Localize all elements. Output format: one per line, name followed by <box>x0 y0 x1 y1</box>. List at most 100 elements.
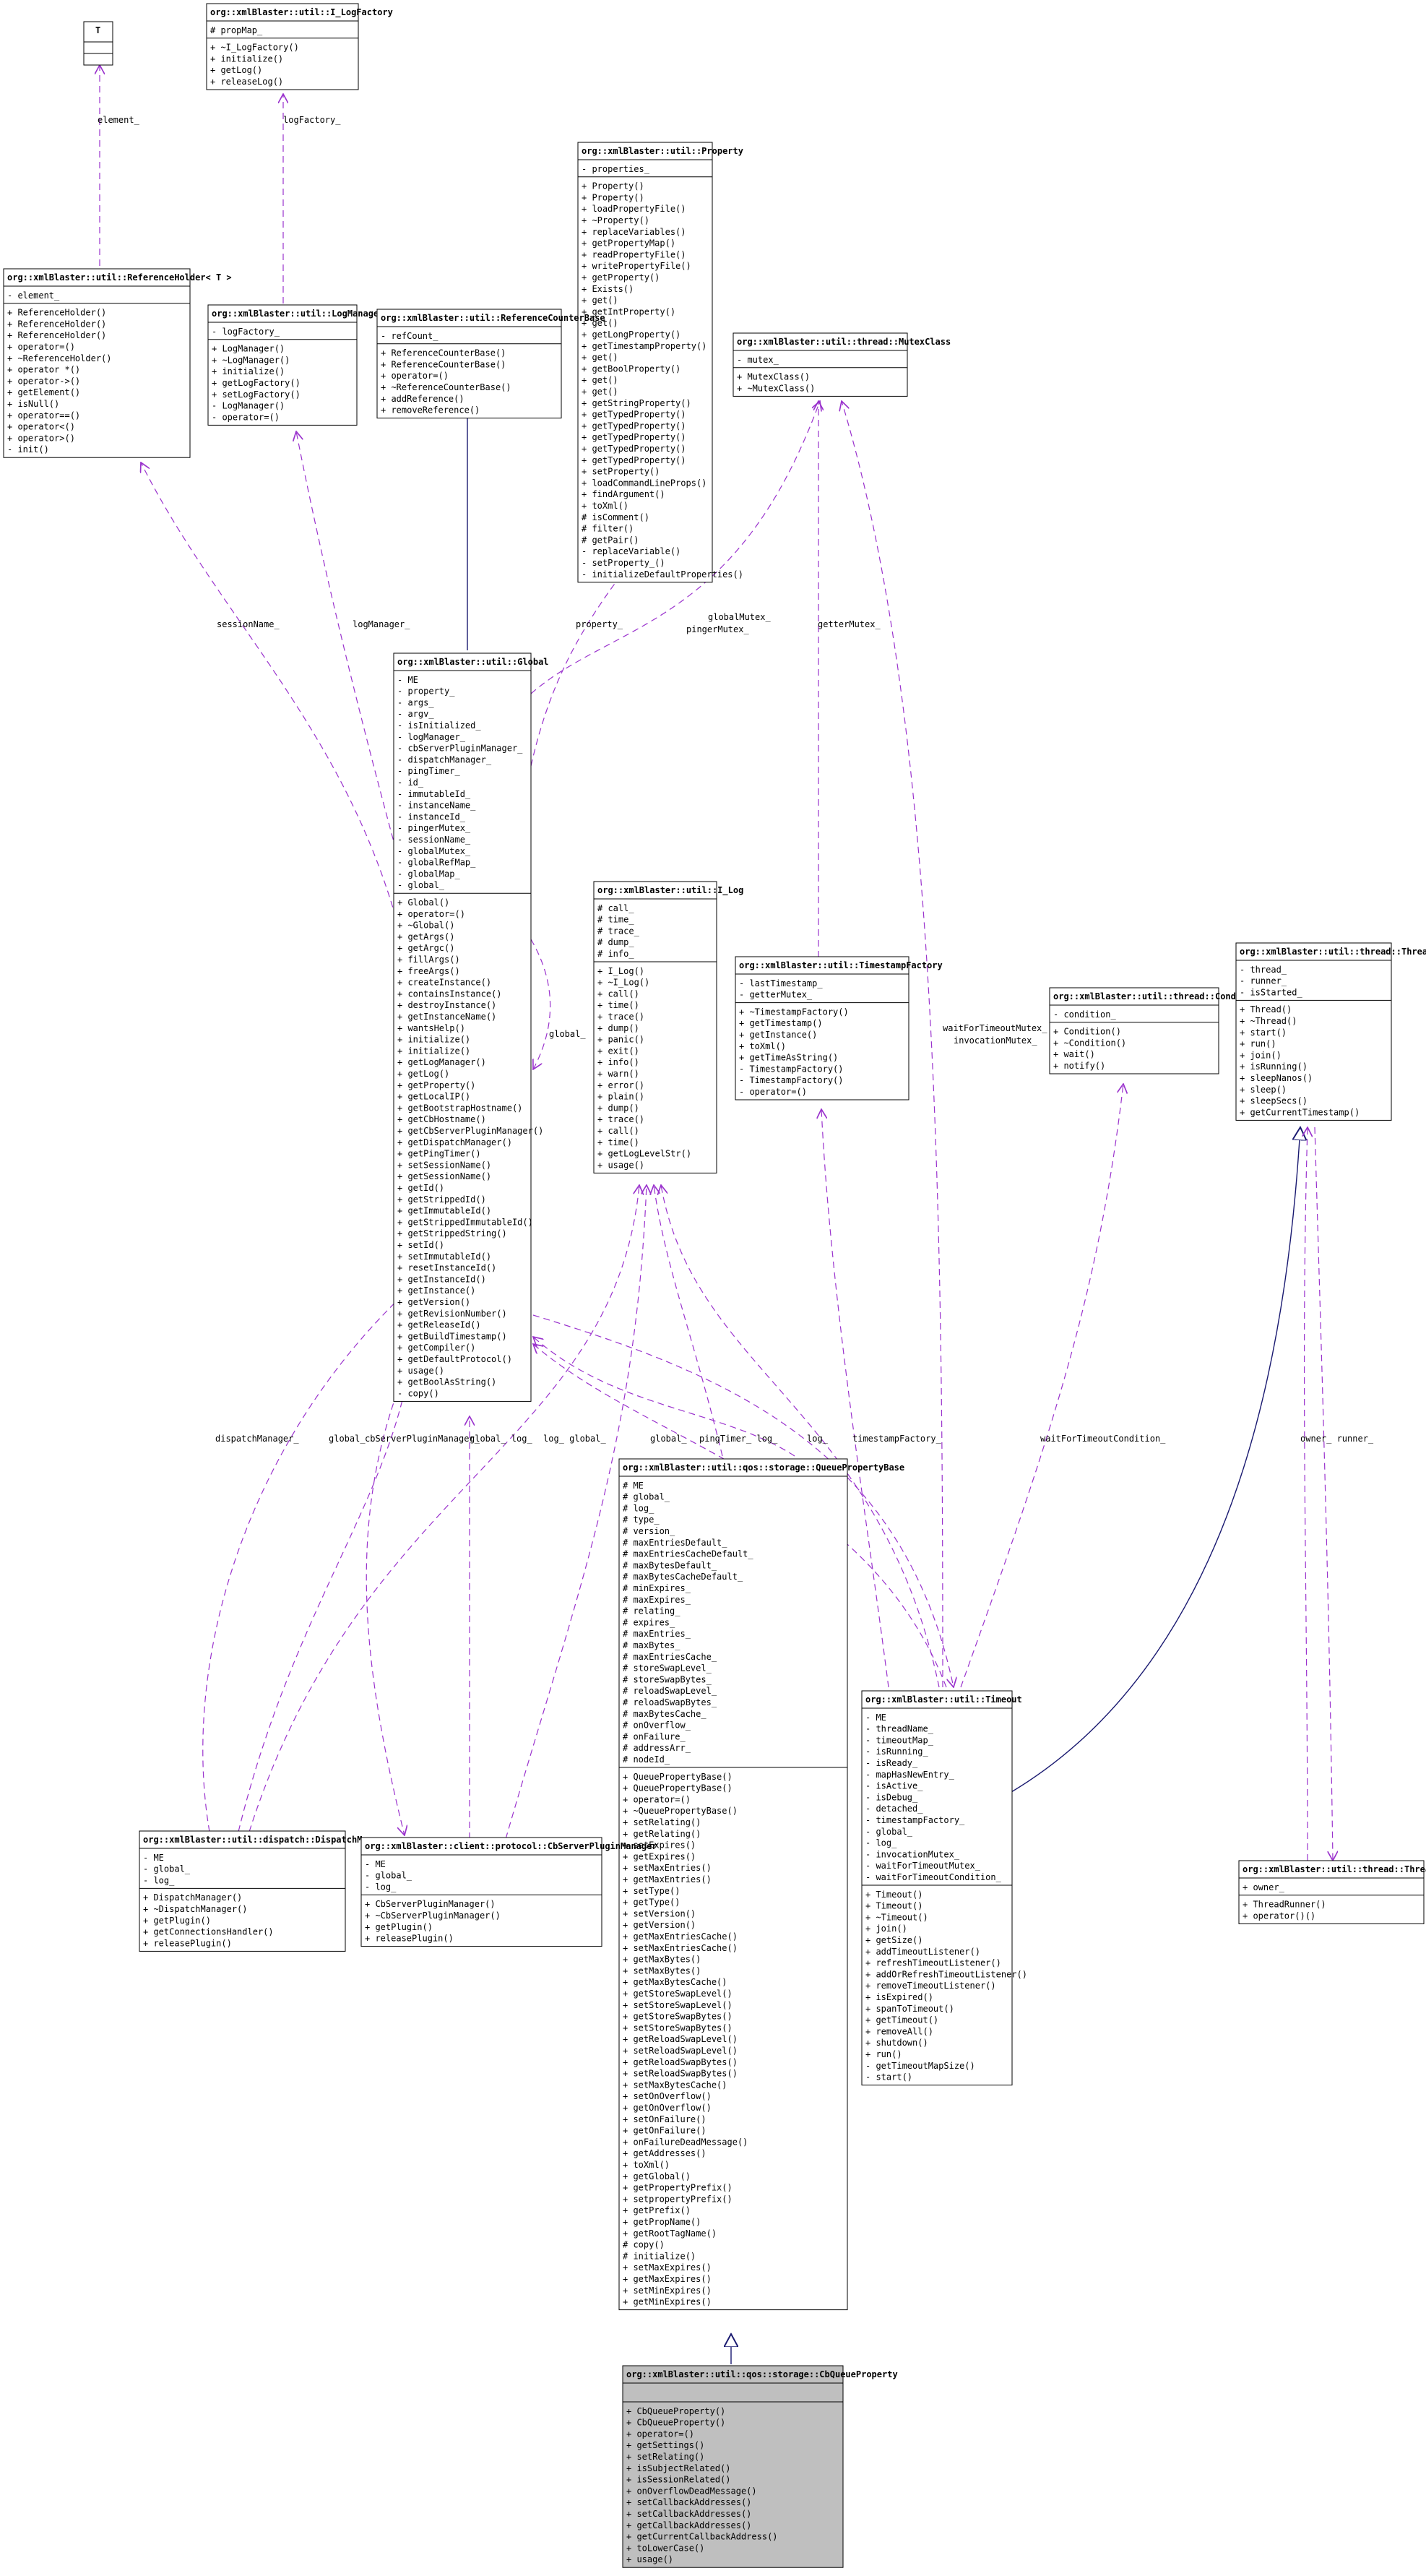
class-attribute: # onFailure_ <box>623 1731 686 1741</box>
class-attribute: # maxExpires_ <box>623 1595 691 1605</box>
class-operation: + getVersion() <box>623 1920 696 1930</box>
class-operation: + setImmutableId() <box>397 1252 491 1262</box>
class-attribute: # global_ <box>623 1492 670 1502</box>
class-attribute: - ME <box>397 675 418 685</box>
class-mutexclass[interactable]: org::xmlBlaster::util::thread::MutexClas… <box>733 332 951 397</box>
class-box <box>83 21 113 66</box>
class-operation: + getReleaseId() <box>397 1320 481 1330</box>
class-operation: + getLogManager() <box>397 1057 486 1067</box>
class-operation: + operator=() <box>623 1794 691 1804</box>
class-operation: + wait() <box>1053 1049 1095 1059</box>
class-dispatch[interactable]: org::xmlBlaster::util::dispatch::Dispatc… <box>139 1830 394 1952</box>
class-attribute: # maxBytes_ <box>623 1640 680 1650</box>
edge-globalmutex <box>530 401 820 694</box>
class-operation: + ~Condition() <box>1053 1038 1126 1048</box>
class-attribute: - detached_ <box>865 1804 923 1814</box>
class-operation: + setVersion() <box>623 1908 696 1918</box>
class-refholder[interactable]: org::xmlBlaster::util::ReferenceHolder< … <box>3 268 232 458</box>
class-operation: - TimestampFactory() <box>739 1075 844 1085</box>
class-operation: + getCurrentCallbackAddress() <box>626 2532 778 2542</box>
class-operation: + ThreadRunner() <box>1243 1900 1326 1910</box>
class-logmanager[interactable]: org::xmlBlaster::util::LogManager- logFa… <box>207 304 384 426</box>
class-operation: + usage() <box>626 2554 673 2564</box>
class-tparam[interactable]: T <box>83 21 113 66</box>
class-thread[interactable]: org::xmlBlaster::util::thread::Thread- t… <box>1235 942 1426 1121</box>
class-box <box>861 1690 1013 2086</box>
class-operation: - start() <box>865 2072 912 2082</box>
class-operation: + setProperty() <box>582 467 660 477</box>
class-operation: + ~Timeout() <box>865 1912 928 1922</box>
class-attribute: - log_ <box>365 1882 397 1892</box>
class-operation: + ~Property() <box>582 215 649 225</box>
class-operation: + setRelating() <box>623 1817 701 1827</box>
class-title: org::xmlBlaster::util::LogManager <box>212 309 384 319</box>
class-attribute: - global_ <box>397 880 445 890</box>
class-operation: + isNull() <box>7 399 59 409</box>
class-operation: + getAddresses() <box>623 2148 706 2158</box>
class-attribute: # maxEntriesDefault_ <box>623 1538 727 1548</box>
class-attribute: # storeSwapBytes_ <box>623 1674 712 1684</box>
class-operation: + setStoreSwapLevel() <box>623 2000 733 2010</box>
class-attribute: # call_ <box>597 903 634 913</box>
class-operation: # copy() <box>623 2240 665 2250</box>
class-qpb[interactable]: org::xmlBlaster::util::qos::storage::Que… <box>618 1458 904 2311</box>
class-operation: + initialize() <box>397 1035 470 1045</box>
class-operation: + I_Log() <box>597 966 644 976</box>
class-operation: + ~DispatchManager() <box>143 1904 248 1914</box>
class-attribute: # reloadSwapLevel_ <box>623 1686 717 1696</box>
class-operation: + getLongProperty() <box>582 329 680 340</box>
class-operation: + operator()() <box>1243 1911 1315 1921</box>
class-operation: + getCbServerPluginManager() <box>397 1126 543 1136</box>
class-operation: + loadPropertyFile() <box>582 204 686 214</box>
class-threadrunner[interactable]: org::xmlBlaster::util::thread::ThreadRun… <box>1238 1860 1426 1924</box>
class-tsfactory[interactable]: org::xmlBlaster::util::TimestampFactory-… <box>735 956 943 1100</box>
class-operation: + operator=() <box>626 2429 694 2439</box>
class-operation: + getDispatchManager() <box>397 1137 512 1147</box>
class-attribute: - isInitialized_ <box>397 720 481 731</box>
class-operation: + createInstance() <box>397 978 491 988</box>
class-attribute: - isDebug_ <box>865 1792 918 1802</box>
class-operation: + getRootTagName() <box>623 2228 717 2239</box>
class-logfactory[interactable]: org::xmlBlaster::util::I_LogFactory# pro… <box>206 3 393 90</box>
class-global[interactable]: org::xmlBlaster::util::Global- ME- prope… <box>393 652 549 1402</box>
class-operation: + ~Thread() <box>1240 1016 1297 1026</box>
class-operation: + getPropertyMap() <box>582 238 675 249</box>
class-attribute: - immutableId_ <box>397 789 471 799</box>
class-operation: - initializeDefaultProperties() <box>582 569 743 580</box>
class-operation: + getMaxEntries() <box>623 1874 712 1884</box>
class-operation: + info() <box>597 1057 639 1067</box>
class-operation: + ~Global() <box>397 921 454 931</box>
class-condition[interactable]: org::xmlBlaster::util::thread::Condition… <box>1049 987 1262 1074</box>
class-operation: + DispatchManager() <box>143 1892 242 1903</box>
class-operation: + dump() <box>597 1023 639 1033</box>
class-operation: + getTimestampProperty() <box>582 341 706 351</box>
class-attribute: # ME <box>623 1481 644 1491</box>
class-operation: + getInstance() <box>397 1285 475 1296</box>
class-operation: + onFailureDeadMessage() <box>623 2137 748 2147</box>
class-attribute: # maxBytesCacheDefault_ <box>623 1572 743 1582</box>
class-attribute: # maxEntriesCache_ <box>623 1652 717 1662</box>
class-attribute: # maxBytesDefault_ <box>623 1560 717 1570</box>
class-operation: # getPair() <box>582 535 639 545</box>
class-attribute: - timeoutMap_ <box>865 1735 934 1745</box>
class-cbserver[interactable]: org::xmlBlaster::client::protocol::CbSer… <box>360 1837 657 1947</box>
class-operation: + getProperty() <box>582 272 660 283</box>
class-operation: + addTimeoutListener() <box>865 1947 980 1957</box>
class-operation: + ~ReferenceHolder() <box>7 353 112 363</box>
class-attribute: - refCount_ <box>381 331 438 341</box>
class-operation: + ~QueuePropertyBase() <box>623 1806 738 1816</box>
class-attribute: - pingTimer_ <box>397 766 460 776</box>
class-ilog[interactable]: org::xmlBlaster::util::I_Log# call_# tim… <box>593 881 743 1173</box>
class-cbqp[interactable]: org::xmlBlaster::util::qos::storage::CbQ… <box>622 2365 898 2568</box>
class-refcounter[interactable]: org::xmlBlaster::util::ReferenceCounterB… <box>376 309 605 419</box>
class-operation: - init() <box>7 444 49 455</box>
class-timeout[interactable]: org::xmlBlaster::util::Timeout- ME- thre… <box>861 1690 1027 2086</box>
class-property[interactable]: org::xmlBlaster::util::Property- propert… <box>577 142 743 583</box>
class-operation: + getStoreSwapBytes() <box>623 2012 733 2022</box>
class-operation: + panic() <box>597 1035 644 1045</box>
class-operation: + freeArgs() <box>397 966 460 976</box>
class-operation: + setStoreSwapBytes() <box>623 2023 733 2033</box>
class-operation: + getReloadSwapLevel() <box>623 2034 738 2044</box>
